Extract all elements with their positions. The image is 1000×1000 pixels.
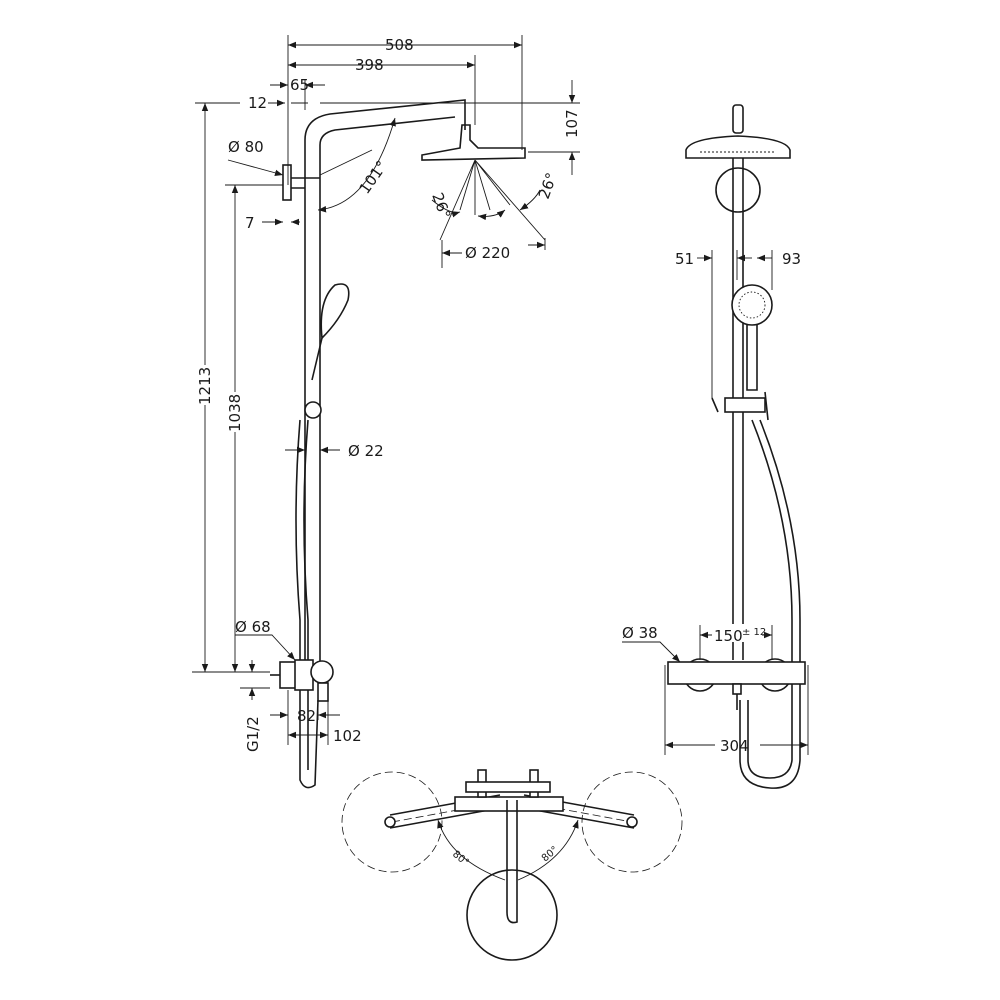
wall-bracket [282, 164, 292, 201]
dim-d68: Ø 68 [235, 618, 271, 636]
front-view: 51 93 Ø 38 150 ± 12 304 [622, 104, 809, 789]
slider-holder [304, 401, 322, 419]
dim-82: 82 [297, 707, 316, 725]
dim-1213: 1213 [196, 367, 214, 405]
dim-101-deg: 101° [356, 157, 391, 197]
dim-102: 102 [333, 727, 362, 745]
top-view: 80° 80° [341, 769, 683, 961]
shower-head-side [421, 124, 526, 161]
arm-circle [466, 869, 558, 961]
shower-head-front [685, 135, 791, 159]
dim-398: 398 [355, 56, 384, 74]
side-view: 508 398 65 12 107 Ø 80 7 101° 26° 26° Ø … [192, 35, 581, 789]
dim-d220: Ø 220 [465, 244, 510, 262]
dim-65: 65 [290, 76, 309, 94]
dim-26-right: 26° [535, 170, 561, 201]
dim-51: 51 [675, 250, 694, 268]
dim-d38: Ø 38 [622, 624, 658, 642]
dim-7: 7 [245, 214, 255, 232]
dim-80-deg-left: 80° [450, 849, 471, 869]
dim-150-tolerance: ± 12 [742, 627, 766, 638]
dim-304: 304 [720, 737, 749, 755]
dim-d80: Ø 80 [228, 138, 264, 156]
dim-150: 150 [714, 627, 743, 645]
dim-12: 12 [248, 94, 267, 112]
dim-80-deg-right: 80° [540, 844, 561, 864]
hand-shower-side [320, 283, 350, 340]
dim-1038: 1038 [226, 394, 244, 432]
dim-107: 107 [563, 109, 581, 138]
dim-93: 93 [782, 250, 801, 268]
dim-508: 508 [385, 36, 414, 54]
dim-g12: G1/2 [244, 716, 262, 752]
dim-d22: Ø 22 [348, 442, 384, 460]
swivel-range-right [581, 771, 683, 873]
hand-shower-front [731, 284, 773, 326]
